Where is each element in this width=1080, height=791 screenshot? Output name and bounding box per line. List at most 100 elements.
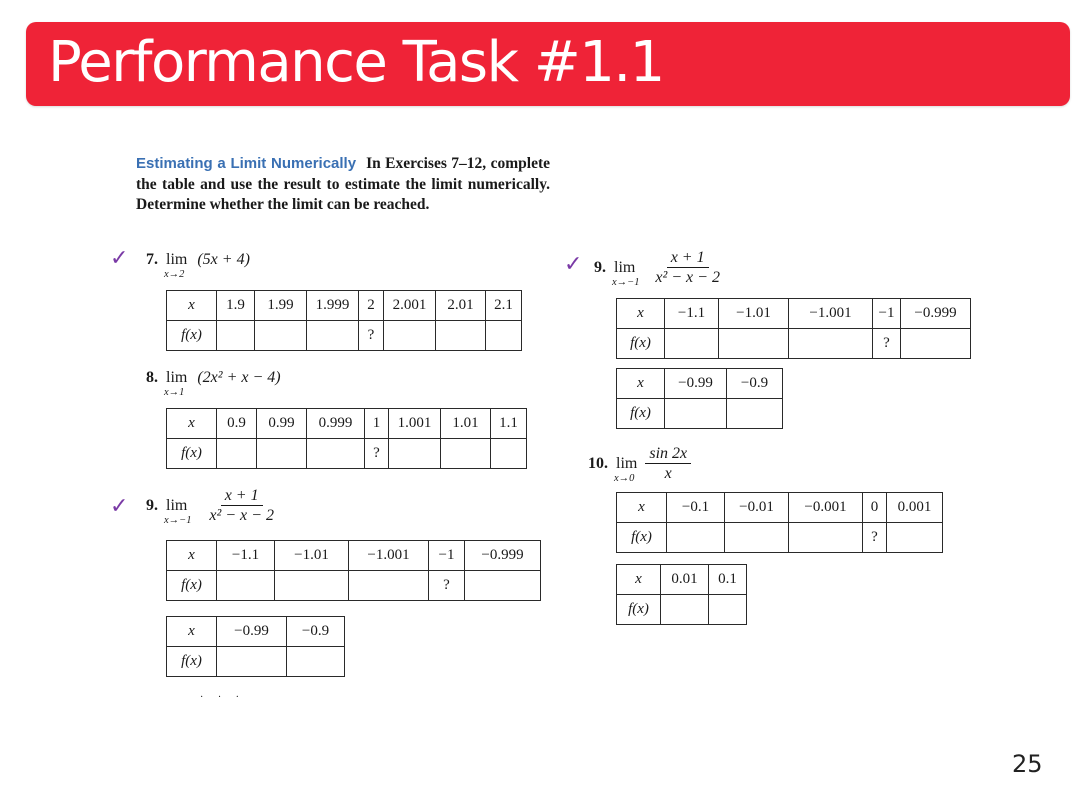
- table-row: f(x)?: [166, 438, 527, 469]
- fx-value-cell: ?: [358, 320, 384, 351]
- table-row: f(x)?: [166, 570, 541, 601]
- x-value-cell: −0.999: [464, 540, 541, 571]
- x-value-cell: 1: [364, 408, 389, 439]
- fx-value-cell: [216, 320, 255, 351]
- fx-value-cell: [788, 522, 863, 553]
- fx-row-label: f(x): [166, 438, 217, 469]
- x-value-cell: 2.001: [383, 290, 436, 321]
- fx-value-cell: [286, 646, 345, 677]
- page-title: Performance Task #1.1: [48, 30, 665, 95]
- limit-approach: x→0: [614, 473, 635, 484]
- fx-value-cell: [440, 438, 491, 469]
- x-value-cell: 0.1: [708, 564, 747, 595]
- fx-value-cell: [216, 646, 287, 677]
- x-row-label: x: [616, 492, 667, 523]
- fx-value-cell: [256, 438, 307, 469]
- page-number: 25: [1012, 750, 1043, 778]
- x-value-cell: 1.01: [440, 408, 491, 439]
- fx-value-cell: [464, 570, 541, 601]
- x-value-cell: 1.999: [306, 290, 359, 321]
- exercise-number: 7.: [146, 251, 158, 268]
- x-row-label: x: [166, 408, 217, 439]
- fx-value-cell: [726, 398, 783, 429]
- fx-row-label: f(x): [616, 328, 665, 359]
- x-value-cell: −1.01: [274, 540, 349, 571]
- x-value-cell: 0.99: [256, 408, 307, 439]
- check-mark-icon: ✓: [110, 494, 129, 519]
- fx-value-cell: ?: [428, 570, 465, 601]
- x-value-cell: −0.1: [666, 492, 725, 523]
- fx-value-cell: [254, 320, 307, 351]
- limit-approach: x→−1: [612, 277, 640, 288]
- section-heading: Estimating a Limit Numerically: [136, 155, 357, 172]
- fx-value-cell: [485, 320, 522, 351]
- table-row: f(x)?: [616, 522, 943, 553]
- fx-value-cell: [724, 522, 789, 553]
- cutoff-text: · · ·: [200, 692, 245, 703]
- x-value-cell: −1: [872, 298, 901, 329]
- x-row-label: x: [616, 368, 665, 399]
- x-row-label: x: [166, 290, 217, 321]
- fx-value-cell: [435, 320, 486, 351]
- fx-row-label: f(x): [166, 320, 217, 351]
- x-value-cell: 2: [358, 290, 384, 321]
- x-value-cell: 1.001: [388, 408, 441, 439]
- x-value-cell: 2.1: [485, 290, 522, 321]
- fx-value-cell: [660, 594, 709, 625]
- check-mark-icon: ✓: [110, 246, 129, 271]
- x-value-cell: 1.99: [254, 290, 307, 321]
- x-value-cell: −1.001: [788, 298, 873, 329]
- table-row: x−1.1−1.01−1.001−1−0.999: [166, 540, 541, 571]
- fx-value-cell: [216, 570, 275, 601]
- fx-row-label: f(x): [616, 522, 667, 553]
- fraction-numerator: x + 1: [220, 488, 263, 506]
- table-row: f(x): [616, 398, 783, 429]
- fx-value-cell: [664, 398, 727, 429]
- instructions-text: In Exercises 7–12, complete the table an…: [136, 155, 550, 213]
- x-value-cell: 0.001: [886, 492, 943, 523]
- x-value-cell: 0.999: [306, 408, 365, 439]
- x-value-cell: −0.999: [900, 298, 971, 329]
- exercise-number: 10.: [588, 455, 608, 472]
- x-value-cell: 1.1: [490, 408, 527, 439]
- x-row-label: x: [166, 616, 217, 647]
- x-row-label: x: [166, 540, 217, 571]
- fx-row-label: f(x): [616, 594, 661, 625]
- fraction-denominator: x² − x − 2: [655, 269, 720, 286]
- fraction-denominator: x: [664, 465, 672, 482]
- table-row: f(x)?: [616, 328, 971, 359]
- fraction-denominator: x² − x − 2: [209, 507, 274, 524]
- x-value-cell: −1.1: [216, 540, 275, 571]
- x-value-cell: −0.99: [664, 368, 727, 399]
- limit-expression: (2x² + x − 4): [197, 369, 281, 386]
- fx-value-cell: [383, 320, 436, 351]
- fx-value-cell: [718, 328, 789, 359]
- fx-value-cell: ?: [872, 328, 901, 359]
- fx-value-cell: [348, 570, 429, 601]
- fx-value-cell: [708, 594, 747, 625]
- fx-row-label: f(x): [616, 398, 665, 429]
- limit-approach: x→2: [164, 269, 185, 280]
- table-row: x−0.99−0.9: [616, 368, 783, 399]
- fx-value-cell: [388, 438, 441, 469]
- x-value-cell: −1.01: [718, 298, 789, 329]
- limit-approach: x→−1: [164, 515, 192, 526]
